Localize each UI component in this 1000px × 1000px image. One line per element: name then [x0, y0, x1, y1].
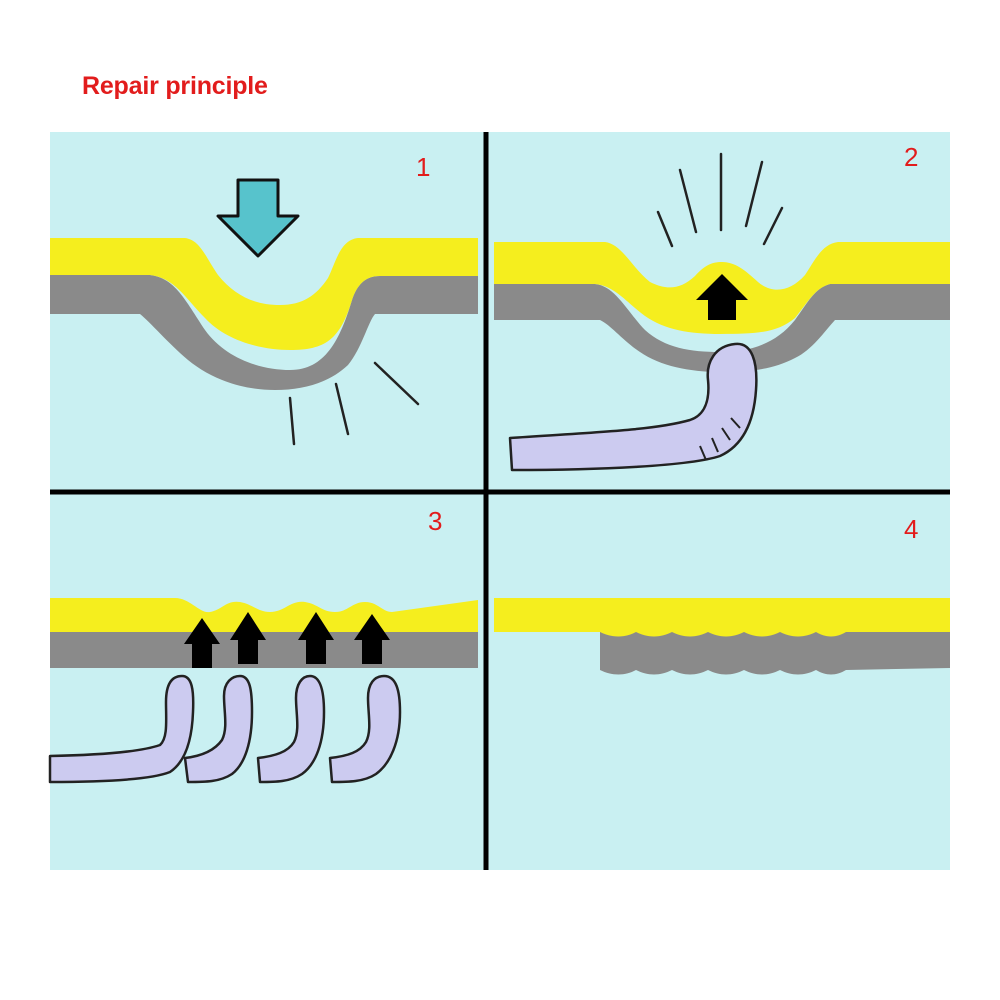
panel-4-metal-layer: [494, 632, 950, 675]
panel-4: [494, 598, 950, 675]
panel-3: [48, 598, 478, 784]
up-arrow-icon: [696, 274, 748, 320]
up-arrow-icon: [298, 612, 334, 664]
panel-4-paint-layer: [494, 598, 950, 637]
panel-number-4: 4: [904, 514, 918, 544]
repair-rod-icon: [183, 674, 254, 784]
panel-2-metal-layer: [494, 284, 950, 372]
up-arrow-icon: [230, 612, 266, 664]
down-arrow-icon: [216, 178, 300, 258]
panel-2: [494, 152, 950, 472]
repair-rod-icon: [48, 674, 195, 784]
panel-1: [50, 178, 478, 446]
up-arrow-icon: [354, 614, 390, 664]
repair-rod-icon-group: [48, 674, 402, 784]
panel-number-1: 1: [416, 152, 430, 182]
panel-1-metal-layer: [50, 275, 478, 390]
panel-number-3: 3: [428, 506, 442, 536]
page-title: Repair principle: [82, 72, 268, 100]
repair-rod-icon: [256, 674, 326, 784]
panel-number-2: 2: [904, 142, 918, 172]
panel-1-paint-layer: [50, 238, 478, 350]
up-arrow-icon: [184, 618, 220, 668]
repair-rod-icon: [328, 674, 402, 784]
repair-rod-grip-marks: [699, 417, 741, 461]
impact-lines-icon: [656, 152, 784, 248]
impact-lines-icon: [288, 361, 420, 446]
up-arrow-icon-group: [184, 612, 390, 668]
repair-rod-icon: [508, 342, 758, 472]
